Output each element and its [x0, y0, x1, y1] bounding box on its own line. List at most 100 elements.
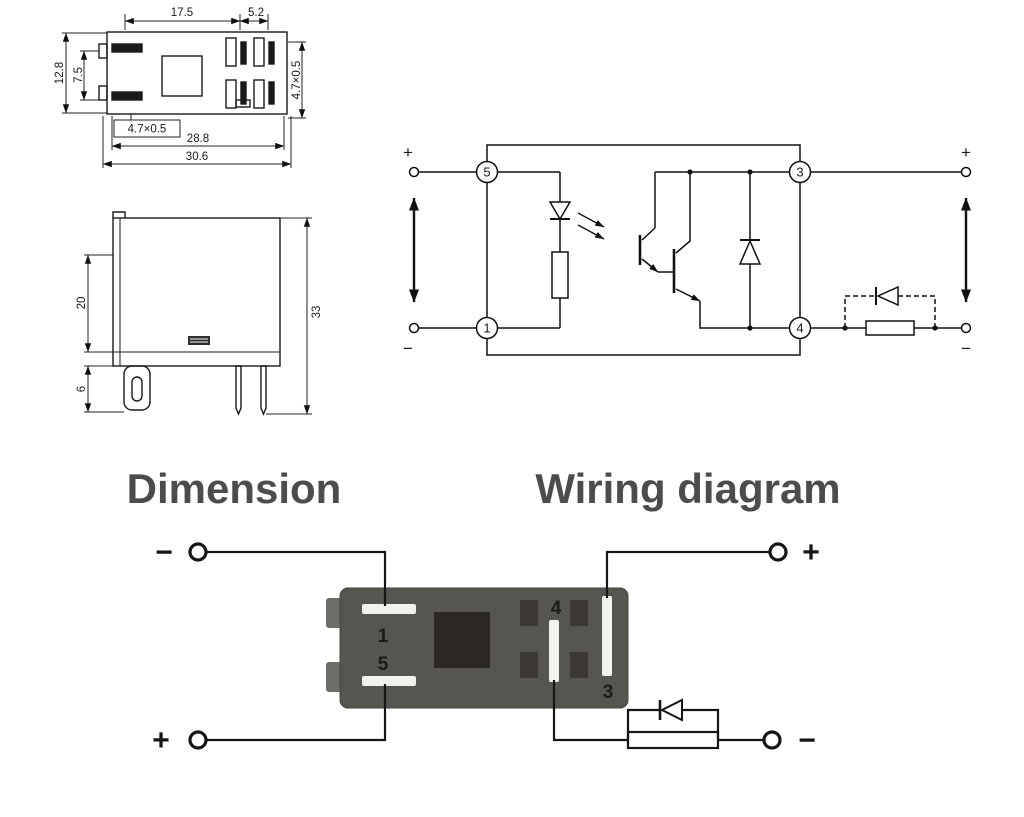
- output-terminal-minus: [960, 322, 972, 334]
- junction-dot: [747, 325, 753, 331]
- pin-5-label: 5: [483, 165, 490, 180]
- extension-lines: [124, 14, 269, 30]
- dimension-top-view: [98, 31, 288, 115]
- dim-30-6: 30.6: [186, 151, 208, 163]
- junction-dot: [932, 325, 938, 331]
- wire-pin1-to-minus: [207, 550, 387, 606]
- relay-window: [434, 612, 490, 668]
- mount-bump-bottom: [98, 85, 108, 101]
- extension-lines: [102, 116, 292, 168]
- coil-pin-bottom: [111, 91, 143, 101]
- dim-5-2: 5.2: [248, 7, 264, 19]
- output-minus-sign: −: [961, 339, 971, 358]
- pin-blade: [240, 41, 247, 65]
- terminal-ring-bottom-right: [762, 730, 782, 750]
- wiring-schematic: [408, 144, 972, 356]
- pin-size-callout-box: [113, 119, 181, 138]
- relay-top-outline: [106, 31, 288, 115]
- q2-emitter: [675, 288, 701, 302]
- q1-collector: [641, 227, 656, 241]
- terminal-ring-bottom-left: [188, 730, 208, 750]
- terminal-ring-top-left: [188, 542, 208, 562]
- mount-bump-top: [98, 43, 108, 59]
- input-minus-sign: −: [403, 339, 413, 358]
- terminal-ring-top-right: [768, 542, 788, 562]
- terminal-pin: [260, 365, 267, 416]
- snubber-diode-triangle: [876, 285, 899, 307]
- pin-3-label: 3: [796, 165, 803, 180]
- q2-collector: [675, 172, 691, 254]
- photo-pin-1-label: 1: [378, 626, 389, 647]
- pin-5-circle: [475, 160, 499, 184]
- relay-side-outline: [112, 217, 281, 367]
- light-ray-arrow: [577, 224, 605, 240]
- dim-pin-bottom: 4.7×0.5: [128, 124, 167, 136]
- pin-slot: [253, 79, 265, 109]
- photo-pin-3-label: 3: [603, 682, 614, 703]
- snubber-diode-loop: [626, 708, 720, 740]
- dimension-side-view: [112, 211, 281, 416]
- dim-20: 20: [76, 297, 88, 310]
- dim-6: 6: [76, 386, 88, 392]
- top-view-dimensions: [62, 14, 306, 168]
- wire-pin3-to-plus: [605, 550, 769, 598]
- top-step: [112, 211, 126, 218]
- junction-dot: [687, 169, 693, 175]
- input-terminal-minus: [408, 322, 420, 334]
- snubber-resistor-photo: [626, 730, 720, 750]
- dim-pin-right: 4.7×0.5: [291, 61, 303, 100]
- vent-grille: [190, 338, 208, 343]
- center-window: [161, 55, 203, 97]
- input-terminal-plus: [408, 166, 420, 178]
- relay-mount-tab-top: [326, 598, 342, 628]
- snubber-dashed-wires: [844, 295, 936, 328]
- q1-emitter: [641, 258, 659, 273]
- photo-minus-bottom-right: −: [798, 724, 816, 757]
- pin-slot: [235, 99, 251, 108]
- junction-dot: [842, 325, 848, 331]
- side-view-dimension-labels: 20 6 33: [76, 297, 323, 393]
- side-view-dimensions: [84, 217, 312, 415]
- emitter-rail-wire: [699, 301, 790, 329]
- pin-slot: [225, 79, 237, 109]
- pin-5-slot: [362, 676, 416, 686]
- dark-pin-slot: [520, 652, 538, 678]
- pin-4-label: 4: [796, 321, 803, 336]
- vent-slot: [188, 336, 210, 345]
- dim-17-5: 17.5: [171, 7, 193, 19]
- coil-pin-top: [111, 43, 143, 53]
- wire-pin4-out: [552, 680, 628, 742]
- pin-4-circle: [788, 316, 812, 340]
- dim-12-8: 12.8: [54, 62, 66, 84]
- pin-3-slot: [602, 596, 612, 676]
- connection-wires: [207, 550, 769, 750]
- pin-3-circle: [788, 160, 812, 184]
- pin-blade: [268, 41, 275, 65]
- input-plus-sign: +: [403, 143, 413, 162]
- light-ray-arrow: [577, 212, 605, 228]
- led-triangle: [548, 201, 572, 221]
- photo-pin-4-label: 4: [551, 598, 562, 619]
- dark-pin-slot: [570, 600, 588, 626]
- dim-28-8: 28.8: [187, 133, 209, 145]
- dimension-heading: Dimension: [127, 465, 342, 512]
- input-resistor: [551, 251, 569, 299]
- photo-plus-bottom-left: +: [152, 724, 170, 757]
- dim-7-5: 7.5: [73, 67, 85, 83]
- pin-blade: [268, 81, 275, 105]
- dark-pin-slot: [520, 600, 538, 626]
- relay-mount-tab-bottom: [326, 662, 342, 692]
- junction-dot: [747, 169, 753, 175]
- snubber-diode-triangle-photo: [659, 698, 683, 722]
- photo-minus-top-left: −: [155, 536, 173, 569]
- dark-pin-slot: [570, 652, 588, 678]
- pin-1-circle: [475, 316, 499, 340]
- pin-slot: [225, 37, 237, 67]
- terminal-pin: [235, 365, 242, 416]
- extension-lines: [266, 217, 312, 415]
- led-branch-wires: [497, 171, 560, 329]
- pin-slot: [253, 37, 265, 67]
- wiring-schematic-labels: 5 1 3 4 + − + −: [403, 143, 971, 358]
